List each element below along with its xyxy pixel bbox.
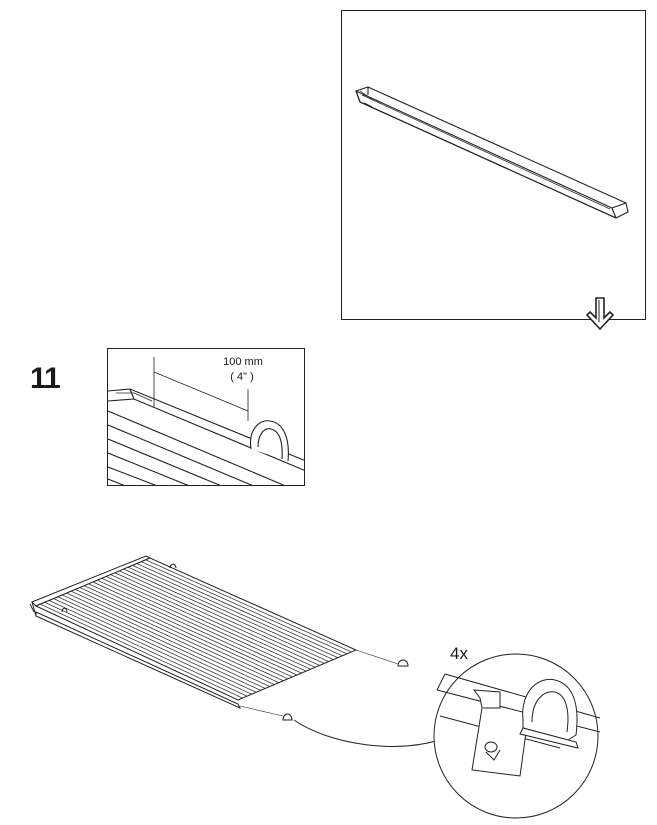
pleat-line: [123, 568, 329, 662]
pleat-line: [97, 579, 302, 674]
measurement-detail-panel: 100 mm ( 4" ): [107, 348, 305, 486]
pleat-line: [145, 559, 352, 653]
pleat-line: [75, 589, 279, 684]
pleat-line: [40, 603, 243, 699]
measure-in-label: ( 4" ): [230, 371, 254, 383]
pleat-line: [110, 574, 316, 668]
rail-drawing: [355, 86, 629, 219]
quantity-label: 4x: [450, 644, 468, 663]
pleat-line: [79, 587, 284, 682]
pleat-line: [57, 596, 261, 691]
measurement-drawing: [108, 357, 304, 485]
pleat-line: [66, 592, 270, 687]
pleat-line: [101, 577, 307, 672]
rail-illustration-panel: [341, 10, 646, 320]
pleat-line: [106, 576, 311, 670]
pleat-line: [92, 581, 298, 676]
pleat-line: [49, 600, 252, 695]
pleat-line: [84, 585, 289, 680]
pleat-line: [70, 590, 275, 685]
measure-mm-label: 100 mm: [223, 356, 263, 368]
pleat-line: [136, 563, 343, 657]
pleat-line: [132, 565, 338, 659]
pleat-line: [53, 598, 257, 693]
pleat-line: [62, 594, 266, 689]
step-number: 11: [30, 362, 61, 395]
pleat-line: [141, 561, 348, 655]
pleat-line: [44, 601, 248, 697]
pleat-line: [127, 566, 334, 660]
pleat-line: [114, 572, 320, 666]
pleat-line: [88, 583, 293, 678]
pleat-line: [119, 570, 325, 664]
